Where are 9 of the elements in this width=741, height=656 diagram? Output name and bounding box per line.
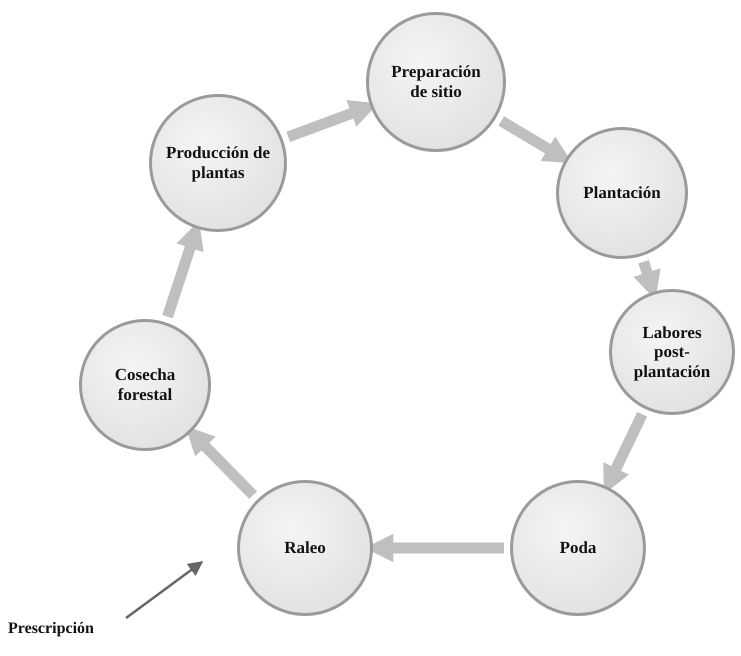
step-label: Poda	[558, 538, 598, 558]
step-label: Cosecha forestal	[114, 365, 176, 405]
pointer-arrow	[125, 561, 204, 619]
step-label: Raleo	[283, 538, 327, 558]
step-label: Preparación de sitio	[390, 62, 482, 102]
annotation-text: Prescripción	[8, 620, 94, 638]
step-label: Plantación	[582, 183, 662, 203]
step-label: Producción de plantas	[164, 143, 272, 183]
step-label: Labores post-plantación	[632, 322, 712, 382]
